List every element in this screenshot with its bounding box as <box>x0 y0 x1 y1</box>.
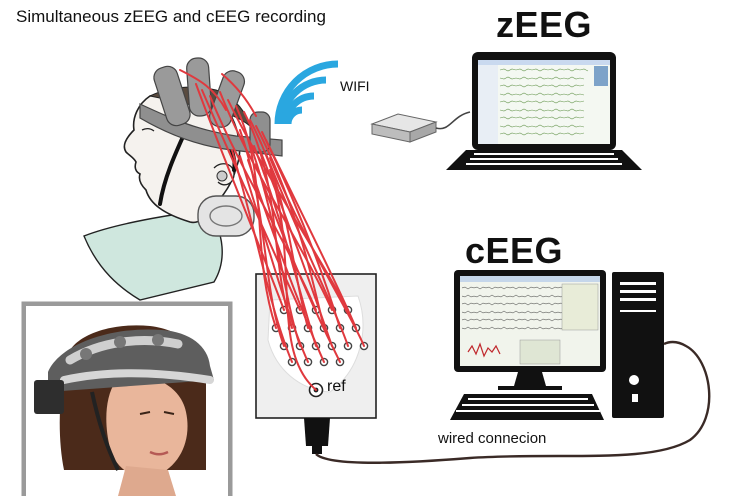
usb-receiver-icon <box>370 111 471 143</box>
zeeg-label: zEEG <box>496 4 593 45</box>
patient-shirt <box>83 209 223 301</box>
amplifier-plug <box>304 418 330 446</box>
electrode-icon <box>216 170 228 182</box>
keyboard-keys <box>456 398 600 412</box>
pc-tower-bays <box>620 282 656 312</box>
headset-arm <box>186 57 212 117</box>
wired-connection-cable <box>315 340 711 464</box>
laptop-keyboard <box>466 153 622 165</box>
desktop-computer-icon <box>450 270 664 420</box>
page-title: Simultaneous zEEG and cEEG recording <box>16 7 326 26</box>
pc-tower <box>612 272 664 418</box>
ref-label: ref <box>327 378 346 395</box>
laptop-eeg-traces <box>478 60 610 144</box>
headset-pod <box>197 195 255 237</box>
receiver-cable <box>435 111 471 130</box>
photo-frame <box>21 301 233 496</box>
keyboard <box>450 394 604 420</box>
monitor-eeg-traces <box>460 276 600 365</box>
power-button-icon <box>629 375 639 385</box>
wifi-icon <box>274 60 339 125</box>
patient-eye <box>141 127 155 132</box>
headset-pod-inner <box>209 205 243 227</box>
photo-neck <box>118 466 176 496</box>
ceeg-label: cEEG <box>465 230 564 271</box>
wifi-label: WIFI <box>340 78 370 94</box>
monitor-stand <box>514 372 546 386</box>
patient-sketch <box>83 57 283 301</box>
headset-arm <box>153 65 191 127</box>
laptop-icon <box>446 52 642 170</box>
wired-connection-label: wired connecion <box>438 430 547 447</box>
headset-photo <box>21 301 233 496</box>
electrode-cables <box>179 69 365 391</box>
